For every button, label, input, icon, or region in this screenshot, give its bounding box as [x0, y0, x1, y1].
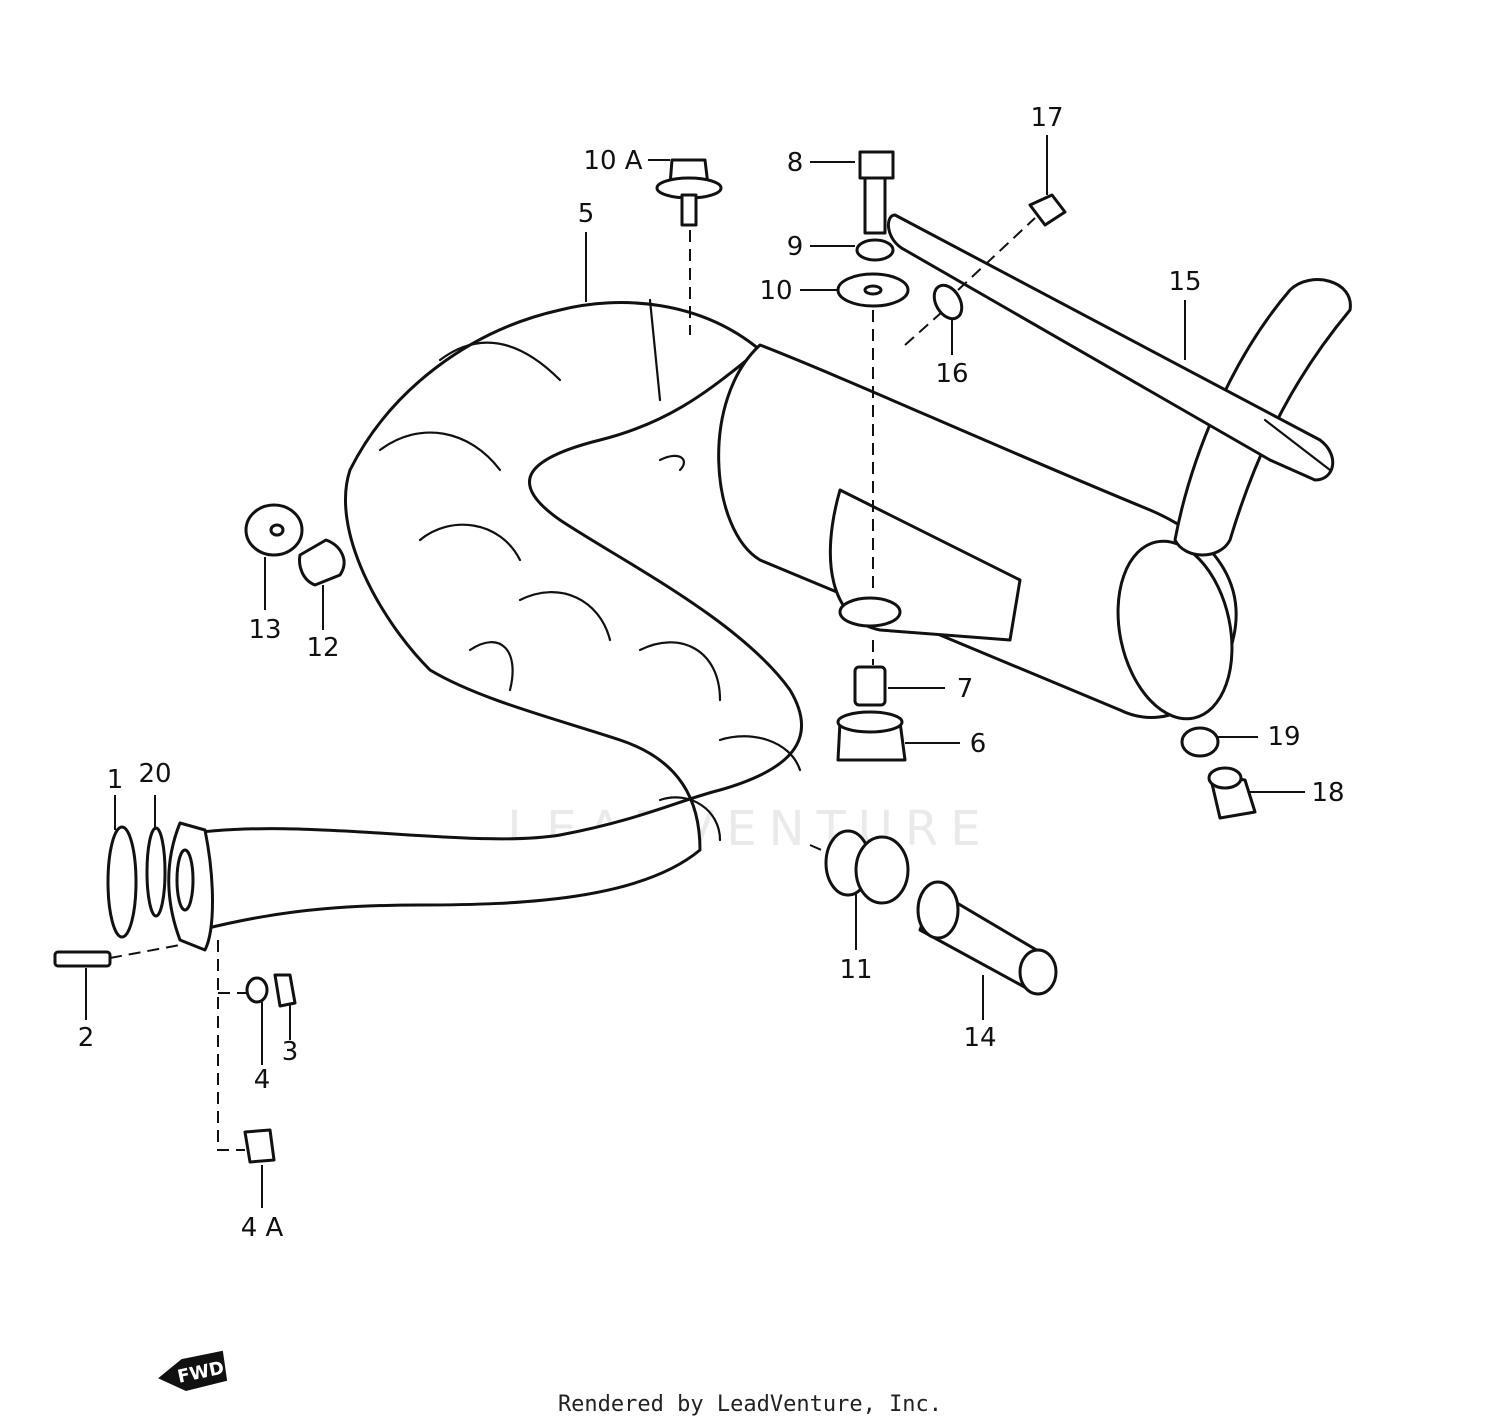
callout-20: 20	[138, 759, 171, 789]
callout-9: 9	[787, 232, 804, 262]
callout-12: 12	[306, 633, 339, 663]
callout-6: 6	[970, 729, 987, 759]
callout-13: 13	[248, 615, 281, 645]
callout-18: 18	[1311, 778, 1344, 808]
forward-arrow-icon: FWD	[158, 1350, 228, 1392]
callout-15: 15	[1168, 267, 1201, 297]
expansion-chamber	[178, 298, 803, 932]
assembly-lines	[109, 217, 1036, 1151]
callout-19: 19	[1267, 722, 1300, 752]
callout-10a: 10 A	[583, 146, 642, 176]
manifold-flange	[53, 821, 214, 968]
callout-labels: 1 2 3 4 4 A 5 6 7 8 9 10 10 A 11 12 13 1…	[78, 103, 1345, 1243]
callout-4: 4	[254, 1065, 271, 1095]
callout-1: 1	[107, 765, 124, 795]
callout-3: 3	[282, 1037, 299, 1067]
callout-17: 17	[1030, 103, 1063, 133]
leader-lines	[85, 135, 1305, 1208]
callout-4a: 4 A	[241, 1213, 284, 1243]
callout-8: 8	[787, 148, 804, 178]
callout-5: 5	[578, 199, 595, 229]
callout-14: 14	[963, 1023, 996, 1053]
footer-credit: Rendered by LeadVenture, Inc.	[557, 1392, 943, 1417]
callout-7: 7	[957, 674, 974, 704]
callout-11: 11	[839, 955, 872, 985]
silencer	[717, 213, 1352, 721]
callout-10: 10	[759, 276, 792, 306]
hardware	[243, 150, 1257, 1164]
callout-2: 2	[78, 1023, 95, 1053]
callout-16: 16	[935, 359, 968, 389]
